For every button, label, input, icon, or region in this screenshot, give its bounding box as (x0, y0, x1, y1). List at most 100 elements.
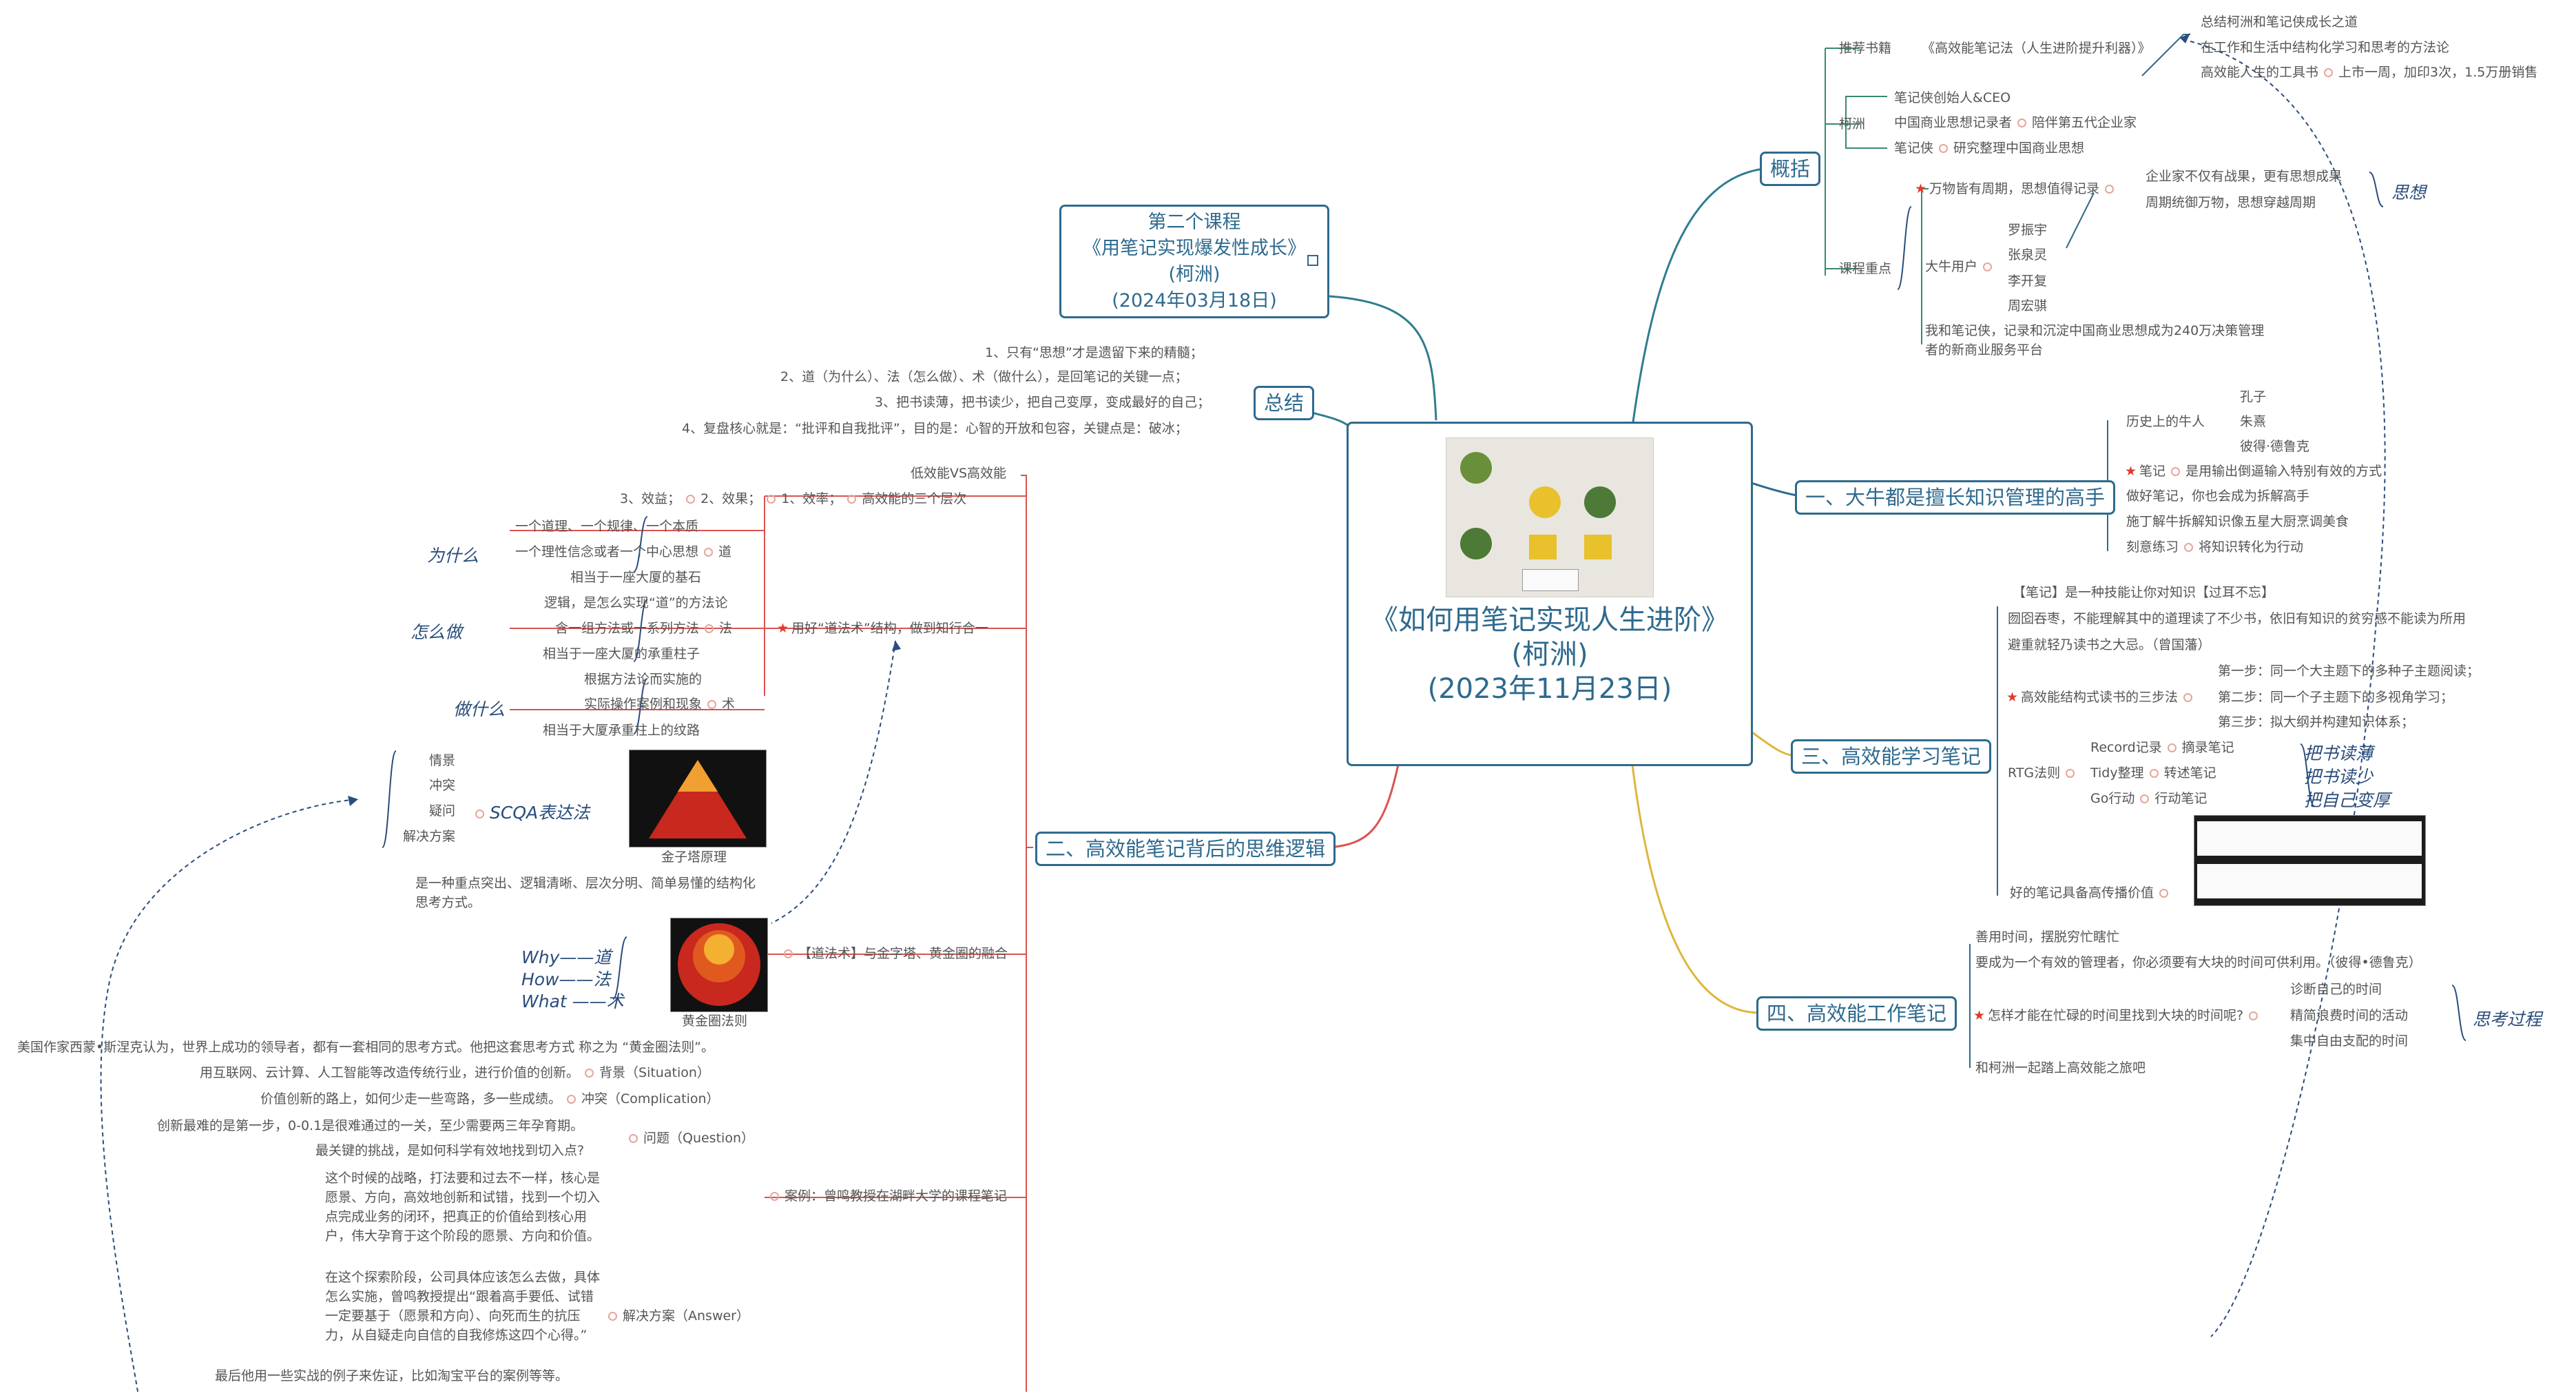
topic-sec1-label: 一、大牛都是擅长知识管理的高手 (1805, 486, 2106, 509)
ans-text-1: 这个时候的战略，打法要和过去不一样，核心是愿景、方向，高效地创新和试错，找到一个… (325, 1171, 601, 1244)
pyramid-desc: 是一种重点突出、逻辑清晰、层次分明、简单易懂的结构化思考方式。 (415, 876, 756, 910)
branch-sec1 (1749, 481, 1800, 497)
ke-item-2: 中国商业思想记录者陪伴第五代企业家 (1894, 115, 2137, 130)
rec-book: 《高效能笔记法（人生进阶提升利器）》 (1922, 41, 2151, 56)
cow-4: 周宏骐 (2008, 298, 2048, 313)
dashed-relation-right (2190, 41, 2386, 1337)
ans-text-3: 最后他用一些实战的例子来佐证，比如淘宝平台的案例等等。 (215, 1368, 569, 1383)
ke-item-3: 笔记侠研究整理中国商业思想 (1894, 141, 2085, 156)
pyramid-image (629, 750, 767, 847)
bigcow-label: 大牛用户 (1925, 258, 1997, 275)
topic-overview[interactable]: 概括 (1760, 152, 1821, 186)
shu-1: 根据方法论而实施的 (584, 672, 703, 687)
branch-sec4 (1631, 764, 1760, 1014)
note-icon[interactable] (1307, 255, 1318, 266)
course2-label: 第二个课程 (1147, 212, 1241, 233)
rec-item-2: 在工作和生活中结构化学习和思考的方法论 (2201, 40, 2450, 55)
star-icon: ★ (777, 621, 789, 636)
summary-item-2: 2、道（为什么）、法（怎么做）、术（做什么），是回笔记的关键一点； (780, 369, 1188, 384)
shu-2: 实际操作案例和现象术 (584, 697, 736, 712)
rtg-3: Go行动行动笔记 (2090, 791, 2208, 806)
course2-date: (2024年03月18日) (1112, 290, 1277, 311)
case-label: 案例：曾鸣教授在湖畔大学的课程笔记 (765, 1188, 1007, 1204)
branch-sec2 (1329, 764, 1400, 849)
note-item: ★笔记是用输出倒逼输入特别有效的方式 (2125, 464, 2382, 479)
step-3: 第三步：拟大纲并构建知识体系； (2218, 714, 2415, 730)
wd-3: What ——术 (521, 991, 624, 1011)
screenshot-thumbnail (2194, 815, 2426, 906)
sec3-item-2b: 避重就轻乃读书之大忌。（曾国藩） (2008, 637, 2211, 652)
thinking-label: 思考过程 (2473, 1009, 2542, 1029)
hist-name-3: 彼得·德鲁克 (2240, 439, 2310, 454)
focus-item-1: ★万物皆有周期，思想值得记录 (1915, 181, 2119, 197)
topic-sec4-label: 四、高效能工作笔记 (1767, 1002, 1947, 1025)
q-text-2: 最关键的挑战，是如何科学有效地找到切入点? (315, 1143, 585, 1158)
sec3-item-2a: 囫囵吞枣，不能理解其中的道理读了不少书，依旧有知识的贫穷感不能读为所用 (2008, 611, 2466, 626)
levels-row: 3、效益；2、效果；1、效率；高效能的三个层次 (620, 491, 967, 506)
scqa-item-1: 情景 (429, 753, 456, 768)
sinek-quote: 美国作家西蒙•斯涅克认为，世界上成功的领导者，都有一套相同的思考方式。他把这套思… (17, 1040, 714, 1055)
ke-item-1: 笔记侠创始人&CEO (1894, 90, 2011, 105)
ans-label: 解决方案（Answer） (603, 1308, 749, 1324)
scqa-item-2: 冲突 (429, 778, 456, 793)
wd-2: How——法 (521, 969, 611, 989)
focus-label: 课程重点 (1839, 261, 1892, 276)
step-1: 第一步：同一个大主题下的多种子主题阅读； (2218, 663, 2480, 679)
rtg-label: RTG法则 (2008, 765, 2080, 781)
topic-overview-label: 概括 (1770, 157, 1811, 181)
topic-sec2-label: 二、高效能笔记背后的思维逻辑 (1046, 837, 1326, 861)
topic-sec4[interactable]: 四、高效能工作笔记 (1756, 996, 1957, 1031)
hist-label: 历史上的牛人 (2126, 414, 2205, 429)
topic-summary[interactable]: 总结 (1254, 386, 1315, 420)
thought-label: 思想 (2391, 183, 2427, 203)
rtg-2: Tidy整理转述笔记 (2090, 765, 2216, 781)
summary-item-3: 3、把书读薄，把书读少，把自己变厚，变成最好的自己； (875, 395, 1211, 410)
center-image (1446, 438, 1654, 597)
branch-course2 (1329, 295, 1437, 421)
q-label: 问题（Question） (623, 1130, 754, 1146)
sec4-item-3: ★怎样才能在忙碌的时间里找到大块的时间呢? (1973, 1007, 2263, 1024)
rec-item-3: 高效能人生的工具书上市一周，加印3次，1.5万册销售 (2201, 65, 2538, 80)
rec-label: 推荐书籍 (1839, 41, 1892, 56)
fa-2: 含一组方法或一系列方法法 (555, 621, 733, 636)
focus-item-1b: 周期统御万物，思想穿越周期 (2146, 195, 2316, 210)
sec3-item-5: 好的笔记具备高传播价值 (2010, 885, 2174, 901)
golden-label: 黄金圈法则 (682, 1013, 748, 1029)
star-icon: ★ (2125, 464, 2137, 479)
fa-1: 逻辑，是怎么实现“道”的方法论 (544, 595, 728, 610)
sec4-sub-1: 诊断自己的时间 (2290, 982, 2382, 997)
ans-text-2: 在这个探索阶段，公司具体应该怎么去做，具体怎么实施，曾鸣教授提出“跟着高手要低、… (325, 1270, 601, 1343)
star-icon: ★ (1915, 181, 1927, 196)
summary-item-1: 1、只有“思想”才是遗留下来的精髓； (985, 345, 1203, 360)
topic-sec2[interactable]: 二、高效能笔记背后的思维逻辑 (1035, 832, 1336, 866)
topic-sec1[interactable]: 一、大牛都是擅长知识管理的高手 (1795, 480, 2116, 515)
topic-sec3[interactable]: 三、高效能学习笔记 (1791, 739, 1992, 774)
course2-node[interactable]: 第二个课程 《用笔记实现爆发性成长》 (柯洲) (2024年03月18日) (1059, 205, 1329, 318)
topic-summary-label: 总结 (1264, 391, 1305, 415)
shu-3: 相当于大厦承重柱上的纹路 (543, 723, 700, 738)
why-label: 为什么 (427, 546, 479, 566)
dashed-relation-left (100, 799, 359, 1392)
branch-overview (1631, 167, 1764, 428)
hist-name-2: 朱熹 (2240, 414, 2267, 429)
central-topic[interactable]: 《如何用笔记实现人生进阶》 (柯洲) (2023年11月23日) (1347, 422, 1753, 766)
sec4-item-2: 要成为一个有效的管理者，你必须要有大块的时间可供利用。（彼得•德鲁克） (1975, 955, 2422, 970)
center-date: (2023年11月23日) (1427, 673, 1672, 705)
topic-sec3-label: 三、高效能学习笔记 (1801, 745, 1982, 768)
sec1-item-4: 刻意练习将知识转化为行动 (2126, 539, 2304, 555)
focus-item-3: 我和笔记侠，记录和沉淀中国商业思想成为240万决策管理者的新商业服务平台 (1925, 323, 2265, 358)
ydfs-label: ★用好“道法术”结构，做到知行合一 (777, 621, 988, 636)
rec-item-1: 总结柯洲和笔记侠成长之道 (2201, 14, 2358, 30)
sec4-sub-3: 集中自由支配的时间 (2290, 1033, 2409, 1049)
cow-3: 李开复 (2008, 274, 2048, 289)
sec1-item-2: 做好笔记，你也会成为拆解高手 (2126, 488, 2310, 504)
rtg-out-3: 把自己变厚 (2304, 790, 2391, 810)
cow-1: 罗振宇 (2008, 223, 2048, 238)
dao-1: 一个道理、一个规律、一个本质 (515, 519, 699, 534)
sec3-item-1: 【笔记】是一种技能让你对知识【过耳不忘】 (2013, 585, 2275, 600)
rtg-out-1: 把书读薄 (2304, 743, 2374, 763)
star-icon: ★ (2006, 690, 2019, 705)
ke-label: 柯洲 (1839, 116, 1866, 132)
